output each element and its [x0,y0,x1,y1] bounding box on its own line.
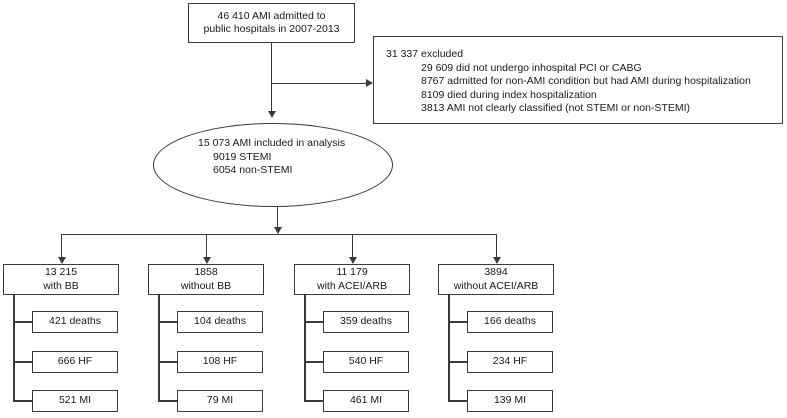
branch-header-box: 13 215 with BB [3,264,119,295]
included-item: 9019 STEMI [213,150,272,163]
arrow-down-icon [273,227,282,234]
outcome-box-hf: 108 HF [177,351,263,373]
branch-stub-line [158,400,177,402]
branch-header-box: 11 179 with ACEI/ARB [294,264,410,295]
arrow-down-icon [348,257,357,264]
outcome-box-hf: 540 HF [323,351,409,373]
excluded-box: 31 337 excluded 29 609 did not undergo i… [373,36,783,124]
arrow-down-icon [202,257,211,264]
branch-spine-line [158,295,160,402]
included-title: 15 073 AMI included in analysis [198,137,346,149]
branch-stub-line [304,400,323,402]
excluded-item: 3813 AMI not clearly classified (not STE… [421,102,691,114]
branch-stub-line [13,400,32,402]
included-ellipse [153,123,393,207]
branch-stub-line [158,321,177,323]
branch-without-acei-arb: 3894 without ACEI/ARB 166 deaths 234 HF … [438,264,568,414]
outcome-box-deaths: 421 deaths [32,311,118,333]
arrow-down-icon [492,257,501,264]
included-item: 6054 non-STEMI [213,164,293,176]
branch-count: 13 215 [44,266,78,278]
admitted-box: 46 410 AMI admitted to public hospitals … [188,3,355,43]
outcome-box-mi: 79 MI [177,390,263,412]
outcome-box-mi: 139 MI [467,390,553,412]
excluded-item: 8109 died during index hospitalization [421,88,597,101]
included-ellipse-text: 15 073 AMI included in analysis 9019 STE… [198,137,345,178]
arrow-down-icon [57,257,66,264]
outcome-box-hf: 234 HF [467,351,553,373]
branch-with-bb: 13 215 with BB 421 deaths 666 HF 521 MI [3,264,133,414]
branch-stub-line [13,321,32,323]
branch-header-box: 3894 without ACEI/ARB [438,264,554,295]
admitted-line-1: 46 410 AMI admitted to [217,9,326,22]
connector-to-excluded [271,82,366,84]
arrow-down-icon [267,111,276,118]
branch-header-box: 1858 without BB [148,264,264,295]
connector-bus-to-branch [351,234,353,257]
excluded-item: 8767 admitted for non-AMI condition but … [421,75,751,87]
outcome-box-deaths: 359 deaths [323,311,409,333]
branch-spine-line [448,295,450,402]
branch-stub-line [13,361,32,363]
outcome-box-deaths: 104 deaths [177,311,263,333]
branch-label: with BB [43,279,79,292]
branch-count: 11 179 [336,266,368,278]
connector-bus-to-branch [205,234,207,257]
branch-count: 3894 [484,266,508,278]
branch-label: with ACEI/ARB [316,279,388,292]
connector-bus-to-branch [495,234,497,257]
distribution-bus-line [61,233,497,235]
branch-stub-line [304,321,323,323]
outcome-box-mi: 521 MI [32,390,118,412]
admitted-line-2: public hospitals in 2007-2013 [203,23,340,35]
outcome-box-mi: 461 MI [323,390,409,412]
outcome-box-hf: 666 HF [32,351,118,373]
branch-stub-line [158,361,177,363]
connector-bus-to-branch [60,234,62,257]
branch-without-bb: 1858 without BB 104 deaths 108 HF 79 MI [148,264,278,414]
arrow-right-icon [366,79,373,87]
excluded-title: 31 337 excluded [386,48,464,60]
branch-stub-line [448,321,467,323]
branch-spine-line [13,295,15,402]
branch-count: 1858 [194,266,218,278]
connector-ellipse-to-bus [276,207,278,228]
branch-stub-line [304,361,323,363]
branch-label: without ACEI/ARB [453,279,539,292]
excluded-item: 29 609 did not undergo inhospital PCI or… [421,61,642,74]
connector-top-to-ellipse [270,43,272,111]
branch-spine-line [304,295,306,402]
branch-with-acei-arb: 11 179 with ACEI/ARB 359 deaths 540 HF 4… [294,264,424,414]
branch-stub-line [448,361,467,363]
branch-label: without BB [180,279,232,292]
branch-stub-line [448,400,467,402]
outcome-box-deaths: 166 deaths [467,311,553,333]
